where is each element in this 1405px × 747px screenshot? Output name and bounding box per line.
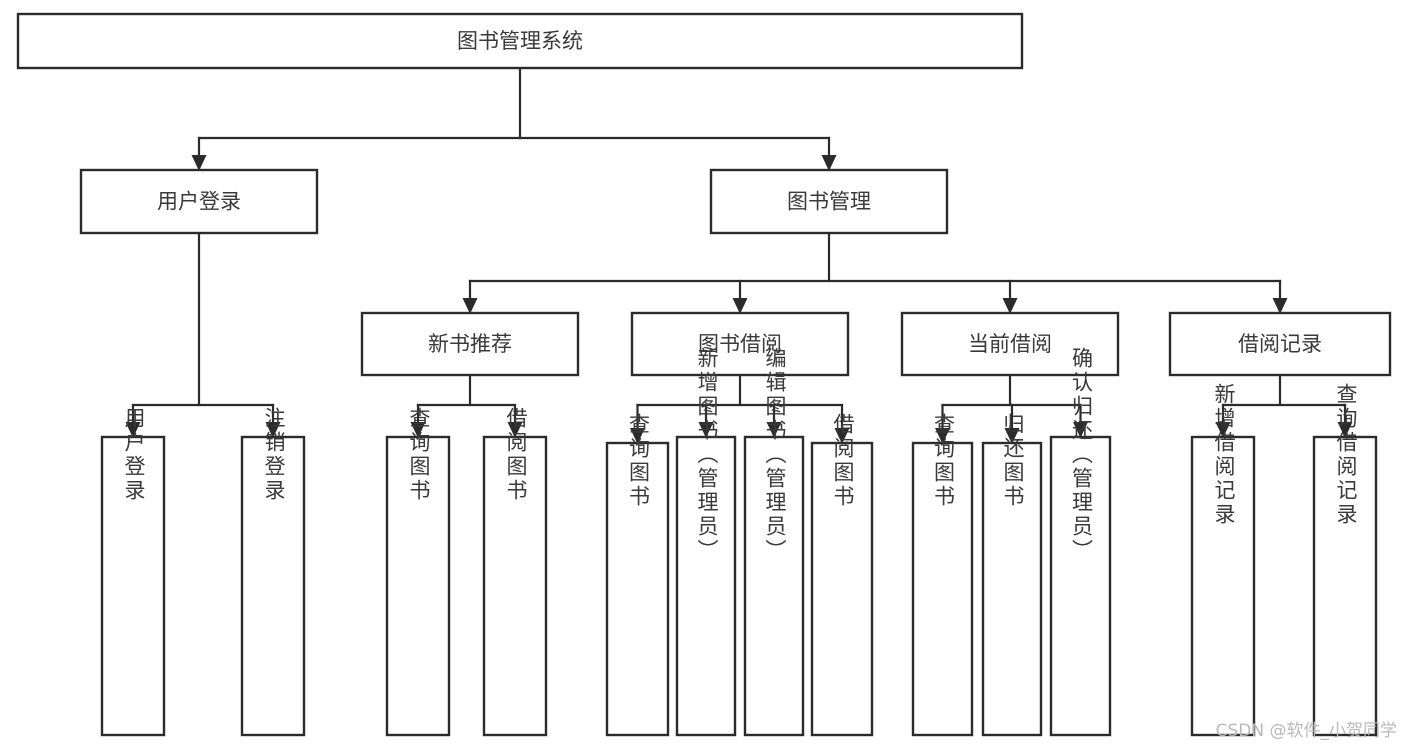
node-box	[605, 441, 670, 737]
csdn-watermark: CSDN @软件_小贺同学	[1215, 721, 1397, 741]
arrow-head-icon	[1073, 422, 1088, 438]
node-label: 查询图书	[932, 413, 956, 509]
node-box	[240, 435, 306, 737]
node-leaf-query-record[interactable]: 查询借阅记录	[1312, 383, 1378, 737]
node-box	[79, 168, 319, 235]
arrow-head-icon	[462, 298, 478, 314]
node-box	[100, 435, 166, 737]
node-label: 图书管理系统	[457, 29, 583, 53]
arrow-head-icon	[265, 422, 281, 438]
node-box	[1168, 311, 1392, 377]
node-leaf-user-login[interactable]: 用户登录	[100, 407, 166, 737]
node-box	[1312, 435, 1378, 737]
arrow-head-icon	[935, 428, 950, 444]
node-leaf-query-book-cur[interactable]: 查询图书	[911, 413, 974, 737]
node-box	[1190, 435, 1256, 737]
node-box	[482, 435, 548, 737]
node-label: 新增借阅记录	[1212, 383, 1236, 527]
node-label: 图书借阅	[698, 332, 782, 356]
node-box	[911, 441, 974, 737]
node-box	[360, 311, 580, 377]
node-label: 确认归还（管理员）	[1070, 347, 1094, 563]
node-label: 新书推荐	[428, 332, 512, 356]
node-book-manage[interactable]: 图书管理	[709, 168, 949, 235]
arrow-head-icon	[821, 155, 837, 171]
node-box	[16, 12, 1024, 70]
node-box	[709, 168, 949, 235]
nodes-layer: 图书管理系统用户登录图书管理新书推荐图书借阅当前借阅借阅记录用户登录注销登录查询…	[16, 12, 1392, 737]
node-label: 新增图书（管理员）	[695, 347, 719, 563]
node-leaf-add-record[interactable]: 新增借阅记录	[1190, 383, 1256, 737]
node-box	[675, 435, 737, 737]
arrow-head-icon	[191, 155, 207, 171]
arrow-head-icon	[1337, 422, 1353, 438]
node-leaf-add-book[interactable]: 新增图书（管理员）	[675, 347, 737, 737]
node-label: 编辑图书（管理员）	[763, 347, 787, 563]
edges-layer	[125, 66, 1353, 444]
node-leaf-borrow-book[interactable]: 借阅图书	[810, 413, 874, 737]
arrow-head-icon	[766, 422, 782, 438]
node-leaf-borrow-book-rec[interactable]: 借阅图书	[482, 407, 548, 737]
node-label: 归还图书	[1001, 413, 1025, 509]
arrow-head-icon	[1215, 422, 1231, 438]
node-label: 注销登录	[262, 407, 286, 503]
node-root[interactable]: 图书管理系统	[16, 12, 1024, 70]
node-borrow-record[interactable]: 借阅记录	[1168, 311, 1392, 377]
arrow-head-icon	[698, 422, 714, 438]
node-label: 用户登录	[122, 407, 146, 503]
node-new-book-rec[interactable]: 新书推荐	[360, 311, 580, 377]
arrow-head-icon	[507, 422, 523, 438]
node-label: 查询图书	[407, 407, 431, 503]
node-label: 借阅图书	[504, 407, 528, 503]
node-current-borrow[interactable]: 当前借阅	[900, 311, 1120, 377]
node-leaf-return-book[interactable]: 归还图书	[981, 413, 1043, 737]
node-box	[900, 311, 1120, 377]
node-leaf-edit-book[interactable]: 编辑图书（管理员）	[743, 347, 805, 737]
arrow-head-icon	[732, 298, 748, 314]
node-leaf-query-book-rec[interactable]: 查询图书	[385, 407, 451, 737]
node-leaf-confirm-return[interactable]: 确认归还（管理员）	[1049, 347, 1112, 737]
node-leaf-logout[interactable]: 注销登录	[240, 407, 306, 737]
node-label: 借阅记录	[1238, 332, 1322, 356]
node-box	[630, 311, 850, 377]
node-box	[743, 435, 805, 737]
arrow-head-icon	[1002, 298, 1018, 314]
node-book-borrow[interactable]: 图书借阅	[630, 311, 850, 377]
node-label: 查询借阅记录	[1334, 383, 1358, 527]
node-box	[385, 435, 451, 737]
node-leaf-query-book[interactable]: 查询图书	[605, 413, 670, 737]
arrow-head-icon	[1272, 298, 1288, 314]
arrow-head-icon	[1004, 428, 1020, 444]
node-label: 用户登录	[157, 190, 241, 214]
node-box	[810, 441, 874, 737]
arrow-head-icon	[125, 422, 141, 438]
node-label: 图书管理	[787, 190, 871, 214]
arrow-head-icon	[630, 428, 645, 444]
node-label: 当前借阅	[968, 332, 1052, 356]
node-user-login[interactable]: 用户登录	[79, 168, 319, 235]
node-box	[981, 441, 1043, 737]
node-box	[1049, 435, 1112, 737]
node-label: 查询图书	[627, 413, 651, 509]
arrow-head-icon	[834, 428, 850, 444]
node-label: 借阅图书	[831, 413, 855, 509]
arrow-head-icon	[410, 422, 426, 438]
